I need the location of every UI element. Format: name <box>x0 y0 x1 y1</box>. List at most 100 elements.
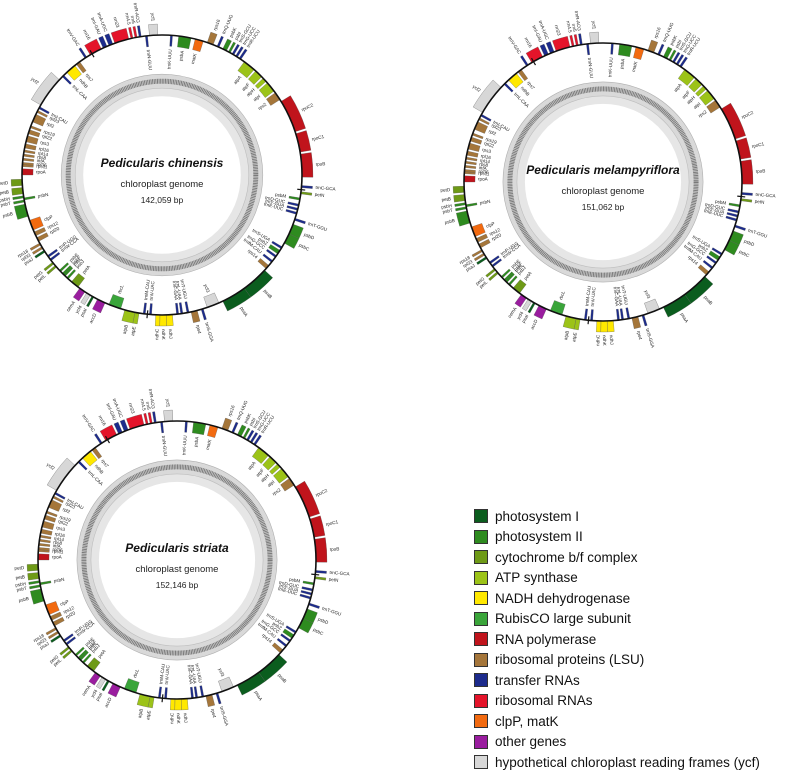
gene-label: rrn5 <box>145 401 152 410</box>
gene-block-petb <box>11 187 24 196</box>
gene-label: rps16 <box>653 26 662 39</box>
gene-label: psbK <box>228 26 238 38</box>
gene-label: rps14 <box>247 248 259 260</box>
gene-label: rpl23 <box>65 501 77 510</box>
gene-label: rpoC2 <box>301 102 315 112</box>
gene-block-petn <box>740 198 753 203</box>
gene-label: rpl16 <box>38 146 49 153</box>
gene-block-trns-gga <box>200 308 207 321</box>
gene-label: trnN-GUU <box>587 57 594 78</box>
gene-label: rpl33 <box>20 252 32 262</box>
map-subtitle: chloroplast genome <box>121 179 204 190</box>
legend-item-other: other genes <box>474 732 794 753</box>
gene-label: trnT-UGU <box>194 663 203 683</box>
gene-label: psbN <box>37 192 48 199</box>
gene-label: psbH <box>15 581 26 588</box>
region-boundary-tick <box>530 57 537 66</box>
gene-label: rpl36 <box>478 169 489 175</box>
legend-item-clp: clpP, matK <box>474 711 794 732</box>
gene-label: petD <box>0 180 9 186</box>
gene-label: rps3 <box>40 140 50 147</box>
gene-label: psaI <box>95 692 104 702</box>
gene-label: atpA <box>673 82 683 93</box>
legend-label: ribosomal proteins (LSU) <box>495 652 645 668</box>
gc-content-bars <box>65 78 259 272</box>
gene-block-trnl-caa <box>77 460 88 471</box>
gene-label: psbK <box>669 34 679 46</box>
gene-label: trnI-GAU <box>105 403 117 422</box>
gene-label: trnF-GAA <box>613 287 620 308</box>
gene-block-trnt-ugu <box>625 307 631 319</box>
gene-block-trnv-uac <box>590 309 594 321</box>
gene-label: cemA <box>65 299 76 312</box>
gene-label: psbD <box>317 617 329 626</box>
legend-item-cyt: cytochrome b/f complex <box>474 547 794 568</box>
gene-block-trne-uuc <box>299 593 312 600</box>
gene-label: psbD <box>743 239 755 248</box>
gene-block-psbn <box>39 580 52 585</box>
region-boundary-tick <box>104 435 111 444</box>
gene-label: rpoB <box>315 161 325 167</box>
gene-block-rpl14 <box>23 149 36 155</box>
gene-label: petD <box>14 565 25 571</box>
gene-block-trnv-uac <box>149 303 153 315</box>
gene-label: psaB <box>263 288 274 299</box>
gene-block-ycf1 <box>148 23 158 36</box>
map-title: Pedicularis chinensis <box>101 156 224 170</box>
gene-block-trnc-gca <box>301 185 313 189</box>
gene-label: rpl20 <box>49 226 61 235</box>
gene-block-petd <box>452 186 465 194</box>
gene-label: trnY-GUA <box>279 583 300 593</box>
gene-block-trnt-ggu <box>308 602 320 609</box>
gene-label: rrn16 <box>523 36 533 48</box>
gene-block-trnl-caa <box>503 82 514 93</box>
gene-label: clpP <box>485 221 495 229</box>
gene-block-ndhj <box>166 314 174 327</box>
gene-label: accD <box>530 318 539 330</box>
gene-label: atpI <box>252 94 261 103</box>
gene-block-trnr-acg <box>152 411 157 424</box>
gene-block-rrn5 <box>132 26 138 38</box>
gene-label: rpl20 <box>491 232 503 241</box>
gene-block-trnf-gaa <box>175 302 179 315</box>
gene-label: rps4 <box>210 708 217 718</box>
gene-label: ycf4 <box>74 304 83 314</box>
gene-label: rrn23 <box>554 24 562 36</box>
gene-block-psbn <box>465 202 478 207</box>
gene-block-trns-gga <box>215 692 222 705</box>
gene-label: petL <box>37 273 47 283</box>
gene-label: accD <box>104 696 113 708</box>
gene-label: petD <box>440 187 451 193</box>
gene-label: ycf4 <box>516 310 525 320</box>
gene-block-psbh <box>454 202 467 207</box>
gene-label: petL <box>478 279 488 289</box>
gene-label: rpoC2 <box>315 488 329 498</box>
gene-label: rpl2 <box>46 121 55 129</box>
gene-label: rps18 <box>33 633 46 643</box>
legend-swatch <box>474 611 488 626</box>
gene-block-peta <box>71 273 85 288</box>
gene-label: psbF <box>71 255 82 266</box>
gene-label: ndhJ <box>609 335 615 345</box>
legend-swatch <box>474 509 488 524</box>
gene-label: rbcL <box>117 284 125 295</box>
gene-block-rpoa <box>21 168 34 176</box>
gene-block-rrn5 <box>147 412 153 424</box>
gene-label: psbI <box>674 39 683 49</box>
legend-label: cytochrome b/f complex <box>495 549 638 565</box>
gene-label: rps14 <box>261 633 273 645</box>
legend-item-rrna: ribosomal RNAs <box>474 691 794 712</box>
gene-label: rps7 <box>85 73 95 84</box>
legend-label: ATP synthase <box>495 570 578 586</box>
gene-label: psbB <box>18 596 29 603</box>
gene-label: ndhC <box>595 334 600 346</box>
gene-label: atpE <box>571 332 578 342</box>
gene-label: trnT-GGU <box>747 228 767 239</box>
region-boundary-tick <box>311 573 320 576</box>
gene-label: trnL-UAA <box>175 281 183 301</box>
gene-label: cemA <box>81 683 92 696</box>
map-subtitle: chloroplast genome <box>562 186 645 197</box>
gene-label: psaA <box>254 690 264 702</box>
